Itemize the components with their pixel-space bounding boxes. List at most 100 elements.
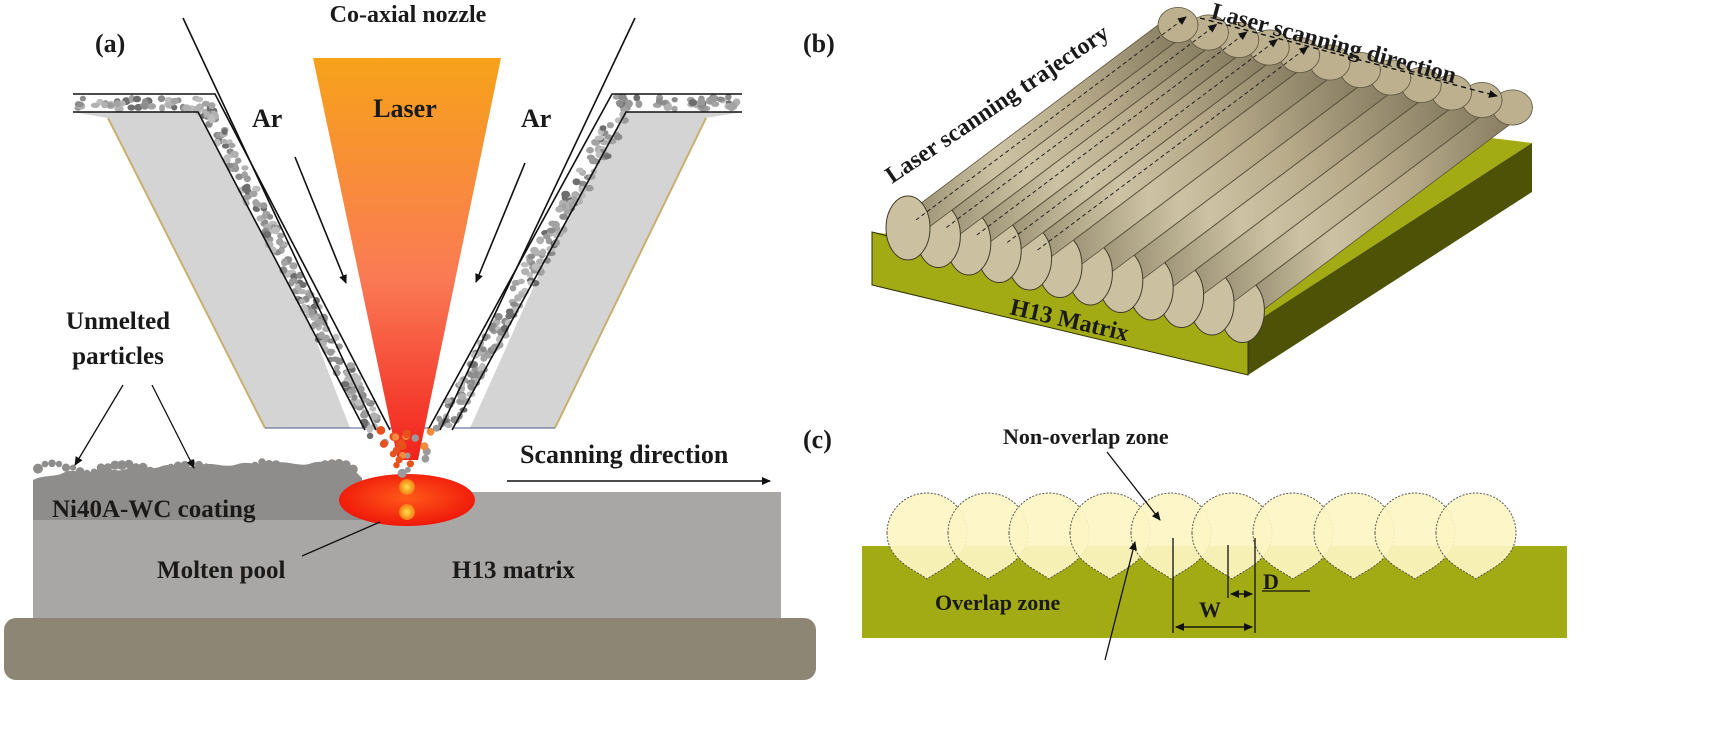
- powder-particle: [330, 356, 340, 362]
- powder-particle: [243, 183, 251, 191]
- powder-particle: [235, 173, 244, 180]
- nozzle-left-edge: [107, 117, 266, 429]
- powder-particle: [706, 96, 714, 105]
- scan-direction-label: Scanning direction: [520, 440, 729, 469]
- powder-particle: [450, 416, 460, 424]
- powder-particle: [326, 348, 335, 356]
- powder-particle: [221, 143, 230, 149]
- powder-particle: [576, 167, 584, 173]
- powder-particle: [114, 99, 121, 108]
- track-back-end: [1157, 6, 1199, 44]
- unmelted-arrow-right: [151, 384, 195, 469]
- powder-particle: [588, 157, 598, 165]
- coating-bump: [278, 465, 288, 476]
- coating-bump: [215, 465, 225, 475]
- powder-particle: [101, 101, 109, 109]
- powder-particle: [271, 226, 280, 235]
- powder-particle: [232, 164, 240, 173]
- powder-particle: [599, 125, 607, 131]
- powder-particle: [539, 248, 547, 256]
- powder-particle: [357, 385, 365, 394]
- trajectory-dashed-arrow: [946, 23, 1218, 228]
- coating-bump: [83, 469, 91, 477]
- powder-particle: [457, 392, 467, 400]
- powder-particle: [616, 100, 624, 108]
- powder-particle: [369, 412, 379, 421]
- unmelted-label-line2: particles: [72, 343, 164, 370]
- coating-bump: [117, 460, 127, 470]
- powder-droplet: [406, 460, 414, 468]
- powder-droplet: [380, 440, 388, 448]
- powder-particle: [543, 233, 551, 240]
- powder-particle: [281, 258, 288, 267]
- powder-particle: [354, 399, 364, 407]
- powder-droplet: [376, 426, 386, 435]
- powder-particle: [315, 318, 324, 325]
- coating-bump: [293, 467, 301, 475]
- powder-particle: [725, 93, 732, 101]
- coating-bump: [41, 460, 49, 468]
- powder-particle: [277, 232, 285, 239]
- powder-particle: [243, 175, 251, 183]
- non-overlap-arrow: [1106, 451, 1161, 521]
- powder-particle: [517, 278, 525, 285]
- coating-bump: [202, 463, 210, 470]
- powder-particle: [520, 261, 530, 268]
- coating-bump: [341, 460, 351, 470]
- channel-outline-right-outer: [427, 93, 742, 431]
- powder-droplet: [399, 470, 407, 478]
- coating-bump: [55, 460, 63, 468]
- powder-particle: [432, 424, 441, 432]
- powder-particle: [299, 281, 307, 288]
- powder-particle: [671, 97, 678, 103]
- powder-particle: [351, 394, 358, 401]
- powder-particle: [290, 273, 299, 280]
- powder-particle: [241, 165, 249, 171]
- powder-droplet: [393, 461, 400, 469]
- powder-particle: [276, 238, 284, 246]
- powder-particle: [195, 96, 204, 103]
- powder-particle: [230, 150, 239, 158]
- trajectory-dashed-arrow: [1037, 46, 1309, 251]
- coating-bump: [306, 464, 316, 475]
- panel-c: (c) Non-overlap zone Overlap zone W D: [803, 424, 1567, 661]
- powder-particle: [208, 102, 216, 110]
- powder-particle: [546, 227, 556, 234]
- powder-particle: [571, 196, 578, 204]
- panel-b-tag: (b): [803, 29, 835, 58]
- powder-particle: [578, 180, 587, 187]
- coating-bump: [223, 469, 231, 478]
- matrix-label-a: H13 matrix: [452, 557, 575, 584]
- coating-bump: [271, 460, 281, 470]
- powder-particle: [480, 353, 488, 362]
- pool-label: Molten pool: [157, 557, 286, 584]
- panel-a-tag: (a): [95, 29, 125, 58]
- cladding-bead: [1435, 492, 1517, 580]
- nozzle-right-body: [470, 112, 742, 428]
- powder-particle: [494, 313, 503, 321]
- coating-bump: [251, 461, 259, 470]
- powder-particle: [132, 95, 142, 103]
- powder-droplet: [420, 442, 429, 451]
- coating-bump: [103, 463, 113, 472]
- powder-particle: [619, 111, 627, 119]
- powder-droplet: [395, 456, 403, 464]
- powder-particle: [79, 95, 86, 102]
- powder-particle: [729, 101, 738, 110]
- powder-particle: [147, 103, 157, 110]
- powder-particle: [226, 162, 234, 169]
- cladding-track: [1219, 89, 1534, 343]
- powder-particle: [697, 97, 706, 106]
- powder-droplet: [398, 439, 405, 446]
- powder-particle: [249, 190, 258, 198]
- scanning-direction-dashed-arrow: [1199, 17, 1498, 98]
- powder-particle: [716, 96, 725, 103]
- cladding-track: [885, 6, 1200, 261]
- track-front-end: [885, 195, 931, 261]
- overlap-label: Overlap zone: [935, 590, 1060, 615]
- gas-arrow-right: [475, 162, 526, 283]
- coating-bump: [314, 464, 322, 472]
- trajectory-dashed-arrow: [915, 16, 1187, 221]
- coating-bump: [90, 468, 98, 476]
- powder-particle: [74, 101, 84, 108]
